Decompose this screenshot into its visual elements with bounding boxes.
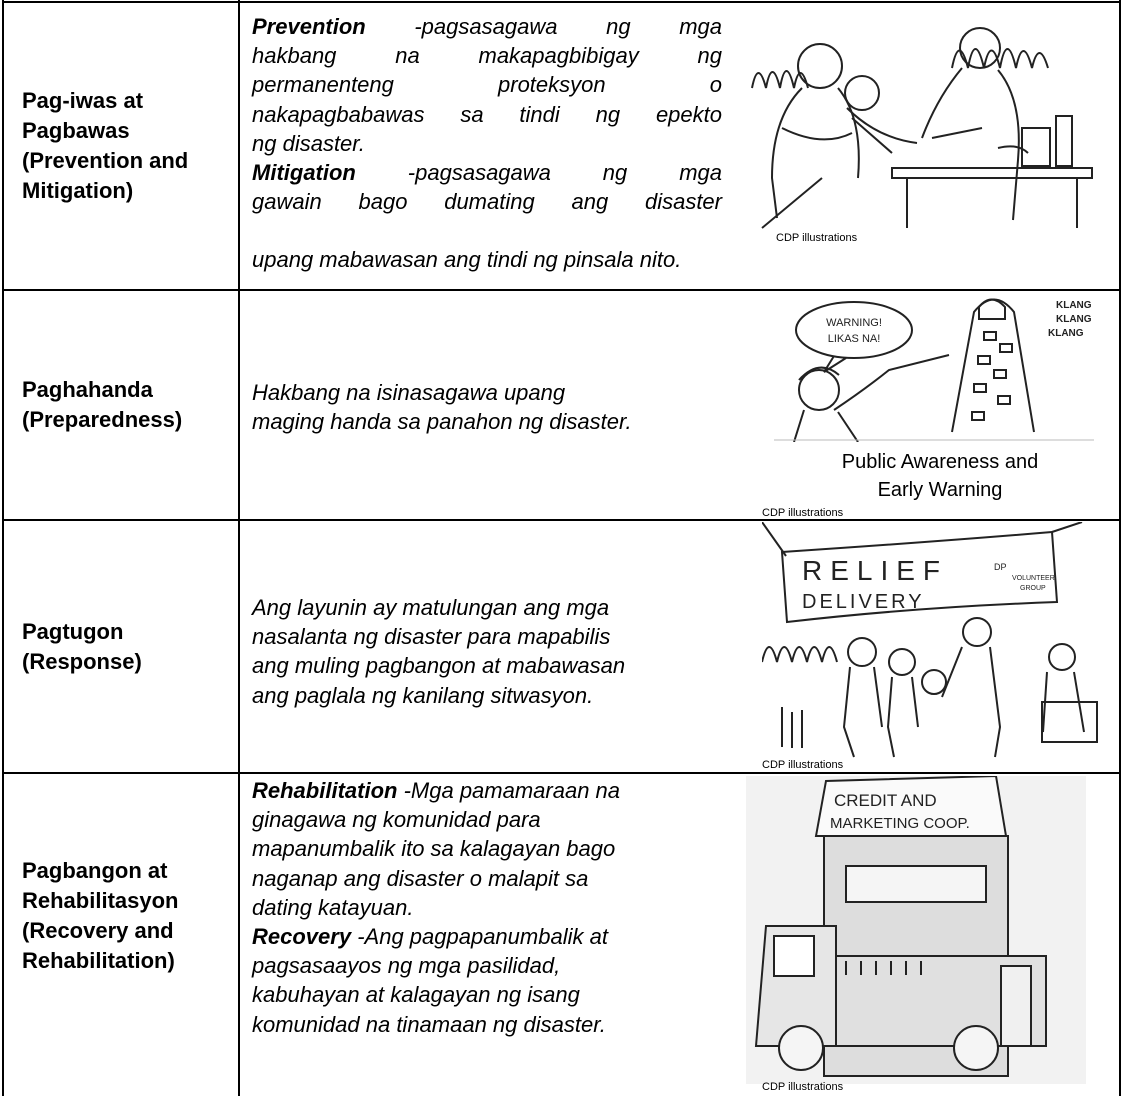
bell-text-1: KLANG [1056,300,1092,311]
label-line: (Response) [22,649,142,674]
table-right-border [1119,0,1121,1096]
bell-text-2: KLANG [1056,314,1092,325]
label-line: Rehabilitasyon [22,888,179,913]
rehabilitation-line-1: Rehabilitation -Mga pamamaraan na [252,776,742,805]
banner-small-1: DP [994,562,1007,572]
column-divider [238,0,240,1096]
rehabilitation-term: Rehabilitation [252,778,398,803]
sign-text-2: MARKETING COOP. [830,815,970,832]
desc-text: -pagsasagawa ng mga [407,160,722,186]
mitigation-term: Mitigation [252,160,356,186]
prevention-term: Prevention [252,14,366,39]
desc-line: hakbang na makapagbibigay ng [252,43,722,69]
prevention-mitigation-description: Prevention -pagsasagawa ng mga hakbang n… [252,12,722,216]
credit-caption: CDP illustrations [776,232,858,244]
credit-caption: CDP illustrations [762,1081,844,1093]
preparedness-caption: Public Awareness and Early Warning [780,448,1100,504]
desc-line: naganap ang disaster o malapit sa [252,865,589,891]
row-divider-top [2,1,1121,3]
desc-text: -Ang pagpapanumbalik at [357,924,608,950]
label-line: Rehabilitation) [22,948,175,973]
desc-line: nasalanta ng disaster para mapabilis [252,624,611,650]
label-line: Pagbangon at [22,858,168,883]
preparedness-illustration: WARNING! LIKAS NA! KLANG KLANG KLANG [774,292,1094,442]
label-line: (Preparedness) [22,407,183,432]
row-label-recovery-rehabilitation: Pagbangon at Rehabilitasyon (Recovery an… [22,856,178,976]
bubble-text-1: WARNING! [826,317,882,329]
desc-line: Hakbang na isinasagawa upang [252,380,566,405]
caption-line: Early Warning [877,479,1003,501]
row-label-prevention-mitigation: Pag-iwas at Pagbawas (Prevention and Mit… [22,86,188,206]
row-divider-3 [2,772,1121,774]
desc-line: permanenteng proteksyon o [252,72,722,98]
label-line: Pagtugon [22,619,124,644]
mitigation-last-line: upang mabawasan ang tindi ng pinsala nit… [252,245,852,274]
prevention-illustration [742,8,1102,233]
desc-line: komunidad na tinamaan ng disaster. [252,1011,606,1037]
recovery-line-1: Recovery -Ang pagpapanumbalik at [252,922,742,951]
recovery-term: Recovery [252,924,352,950]
label-line: Mitigation) [22,178,134,203]
bell-text-3: KLANG [1048,328,1084,339]
desc-line: nakapagbabawas sa tindi ng epekto [252,101,722,127]
caption-line: Public Awareness and [841,451,1039,473]
preparedness-description: Hakbang na isinasagawa upang maging hand… [252,378,732,436]
banner-small-3: GROUP [1020,585,1046,592]
row-divider-1 [2,289,1121,291]
row-label-response: Pagtugon (Response) [22,617,142,677]
bubble-text-2: LIKAS NA! [828,333,881,345]
desc-text: -pagsasagawa ng mga [414,14,722,39]
desc-line: gawain bago dumating ang disaster [252,189,722,215]
recovery-illustration: CREDIT AND MARKETING COOP. [746,776,1086,1084]
banner-small-2: VOLUNTEER [1012,575,1055,582]
desc-line: maging handa sa panahon ng disaster. [252,409,632,435]
desc-line: pagsasaayos ng mga pasilidad, [252,953,561,979]
desc-line: ginagawa ng komunidad para [252,807,541,833]
label-line: (Recovery and [22,918,174,943]
desc-line: upang mabawasan ang tindi ng pinsala nit… [252,247,682,272]
desc-line: kabuhayan at kalagayan ng isang [252,982,580,1008]
response-description: Ang layunin ay matulungan ang mga nasala… [252,593,732,710]
banner-text-1: RELIEF [802,555,948,586]
table-left-border [2,0,4,1096]
desc-text: -Mga pamamaraan na [403,778,621,803]
desc-line: dating katayuan. [252,894,414,920]
desc-line: ang paglala ng kanilang sitwasyon. [252,682,594,708]
label-line: (Prevention and [22,148,189,173]
banner-text-2: DELIVERY [802,591,925,613]
label-line: Paghahanda [22,377,153,402]
recovery-rehabilitation-description: Rehabilitation -Mga pamamaraan na ginaga… [252,776,742,1039]
label-line: Pagbawas [22,118,130,143]
prevention-line-1: Prevention -pagsasagawa ng mga [252,12,722,41]
desc-line: ng disaster. [252,130,365,156]
credit-caption: CDP illustrations [762,507,844,519]
label-line: Pag-iwas at [22,88,144,113]
credit-caption: CDP illustrations [762,759,844,771]
desc-line: mapanumbalik ito sa kalagayan bago [252,836,616,862]
sign-text-1: CREDIT AND [834,791,937,810]
row-label-preparedness: Paghahanda (Preparedness) [22,375,182,435]
desc-line: ang muling pagbangon at mabawasan [252,653,626,679]
desc-line: Ang layunin ay matulungan ang mga [252,595,610,620]
row-divider-2 [2,519,1121,521]
mitigation-line-1: Mitigation -pagsasagawa ng mga [252,158,722,187]
response-illustration: RELIEF DELIVERY DP VOLUNTEER GROUP [762,522,1107,760]
